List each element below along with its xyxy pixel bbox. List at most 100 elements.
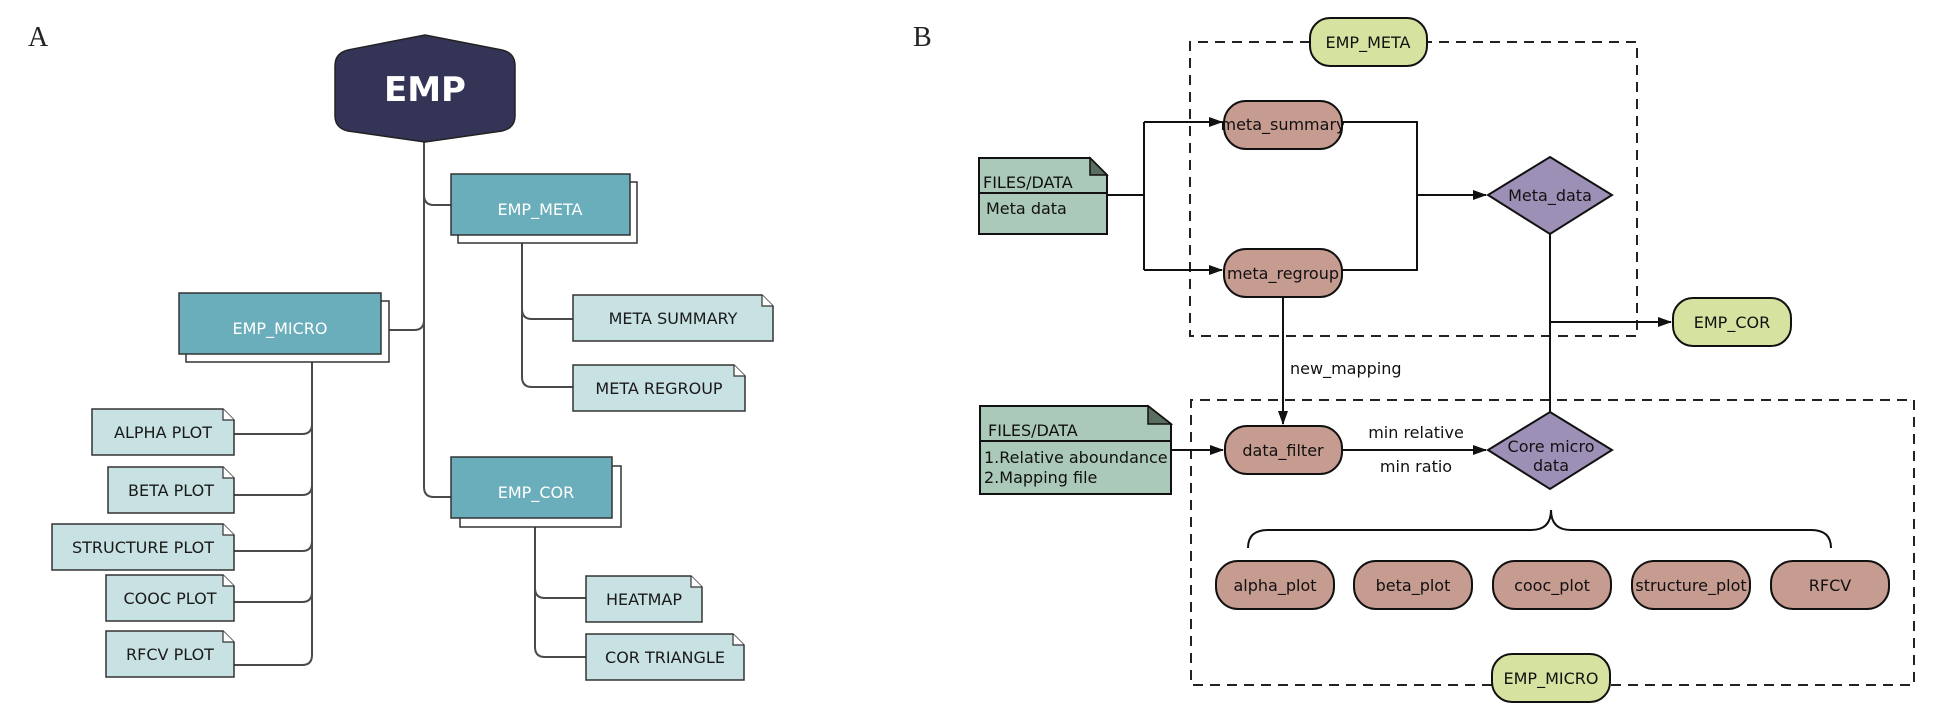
connector-meta-summary <box>521 243 573 320</box>
files-data-meta[interactable]: FILES/DATA Meta data <box>978 156 1109 235</box>
files-box <box>978 157 1108 235</box>
output-shape <box>1770 560 1890 610</box>
output-label: beta_plot <box>1376 576 1451 596</box>
module-label: EMP_COR <box>498 483 574 503</box>
process-label: meta_regroup <box>1227 264 1339 284</box>
decision-label: Meta_data <box>1508 186 1592 206</box>
leaf-label: COOC PLOT <box>124 589 217 608</box>
leaf-node[interactable]: RFCV PLOT <box>105 630 235 678</box>
connector-micro <box>389 319 425 331</box>
leaf-node[interactable]: STRUCTURE PLOT <box>51 523 235 571</box>
decision-meta-data[interactable]: Meta_data <box>1486 155 1614 236</box>
pill-emp-cor[interactable]: EMP_COR <box>1672 297 1792 347</box>
leaf-label: HEATMAP <box>606 590 682 609</box>
files-line: Meta data <box>986 199 1067 218</box>
leaf-node[interactable]: ALPHA PLOT <box>91 408 235 456</box>
leaf-fold-icon <box>761 295 773 307</box>
output-cooc-plot[interactable]: cooc_plot <box>1492 560 1612 610</box>
decision-label-line1: Core micro <box>1508 437 1595 456</box>
leaf-fold-icon <box>222 409 234 421</box>
leaf-doc-shape <box>572 294 774 342</box>
output-label: structure_plot <box>1635 576 1746 596</box>
output-label: cooc_plot <box>1514 576 1590 596</box>
leaf-doc-shape <box>105 574 235 622</box>
connector-alpha <box>234 423 313 435</box>
edge-merge <box>1342 121 1418 271</box>
pill-shape <box>1309 17 1428 67</box>
leaf-doc-shape <box>572 364 746 412</box>
micro-branch-line <box>234 362 313 666</box>
process-label: data_filter <box>1242 441 1324 461</box>
connector-cor-triangle <box>534 588 586 658</box>
leaf-fold-icon <box>222 467 234 479</box>
leaf-node[interactable]: META REGROUP <box>572 364 746 412</box>
module-label: EMP_MICRO <box>233 319 328 339</box>
connector-heatmap <box>534 527 586 599</box>
connector-meta-regroup <box>521 309 573 388</box>
leaf-fold-icon <box>690 576 702 588</box>
root-hexagon <box>334 34 516 143</box>
output-rfcv[interactable]: RFCV <box>1770 560 1890 610</box>
leaf-doc-shape <box>51 523 235 571</box>
output-beta-plot[interactable]: beta_plot <box>1353 560 1473 610</box>
leaf-doc-shape <box>107 466 235 514</box>
output-shape <box>1631 560 1751 610</box>
output-label: RFCV <box>1809 576 1851 595</box>
leaf-fold-icon <box>222 524 234 536</box>
leaf-label: META SUMMARY <box>609 309 738 328</box>
decision-shape <box>1486 410 1614 491</box>
files-fold <box>1089 156 1109 176</box>
module-emp-micro[interactable]: EMP_MICRO <box>178 292 390 363</box>
leaf-fold-icon <box>733 365 745 377</box>
process-meta-summary[interactable]: meta_summary <box>1220 100 1346 150</box>
decision-shape <box>1486 155 1614 236</box>
files-title: FILES/DATA <box>983 173 1073 192</box>
module-label: EMP_META <box>498 200 583 220</box>
output-shape <box>1492 560 1612 610</box>
pill-label: EMP_META <box>1326 33 1411 53</box>
leaf-node[interactable]: META SUMMARY <box>572 294 774 342</box>
output-alpha-plot[interactable]: alpha_plot <box>1215 560 1335 610</box>
pill-emp-meta[interactable]: EMP_META <box>1309 17 1428 67</box>
group-meta-border <box>1189 41 1638 337</box>
leaf-label: META REGROUP <box>595 379 723 398</box>
trunk-line <box>423 142 451 498</box>
leaf-label: ALPHA PLOT <box>114 423 212 442</box>
decision-core-micro[interactable]: Core micro data <box>1486 410 1614 491</box>
connector-cooc <box>234 591 313 603</box>
process-shape <box>1224 425 1343 475</box>
files-fold <box>1147 404 1174 425</box>
process-data-filter[interactable]: data_filter <box>1224 425 1343 475</box>
panel-a-label: A <box>28 22 49 53</box>
files-data-micro[interactable]: FILES/DATA 1.Relative aboundance 2.Mappi… <box>979 404 1174 495</box>
output-label: alpha_plot <box>1233 576 1316 596</box>
module-box <box>450 173 631 236</box>
connector-meta <box>423 194 451 206</box>
module-emp-cor[interactable]: EMP_COR <box>450 456 622 528</box>
pill-shape <box>1491 653 1611 703</box>
leaf-node[interactable]: HEATMAP <box>585 575 703 623</box>
process-shape <box>1223 100 1343 150</box>
module-emp-meta[interactable]: EMP_META <box>450 173 638 244</box>
leaf-doc-shape <box>585 575 703 623</box>
decision-label-line2: data <box>1533 456 1569 475</box>
pill-label: EMP_MICRO <box>1504 669 1599 689</box>
leaf-node[interactable]: BETA PLOT <box>107 466 235 514</box>
panel-b-label: B <box>913 22 932 53</box>
leaf-node[interactable]: COR TRIANGLE <box>585 633 745 681</box>
edge-label-new-mapping: new_mapping <box>1290 359 1402 379</box>
process-label: meta_summary <box>1220 115 1345 135</box>
output-structure-plot[interactable]: structure_plot <box>1631 560 1751 610</box>
pill-emp-micro[interactable]: EMP_MICRO <box>1491 653 1611 703</box>
leaf-doc-shape <box>105 630 235 678</box>
files-line: 1.Relative aboundance <box>984 448 1168 467</box>
leaf-label: STRUCTURE PLOT <box>72 538 214 557</box>
root-node[interactable]: EMP <box>334 34 516 143</box>
leaf-node[interactable]: COOC PLOT <box>105 574 235 622</box>
process-meta-regroup[interactable]: meta_regroup <box>1223 248 1343 298</box>
root-label: EMP <box>384 70 466 110</box>
output-shape <box>1215 560 1335 610</box>
pill-shape <box>1672 297 1792 347</box>
module-box <box>450 456 613 519</box>
